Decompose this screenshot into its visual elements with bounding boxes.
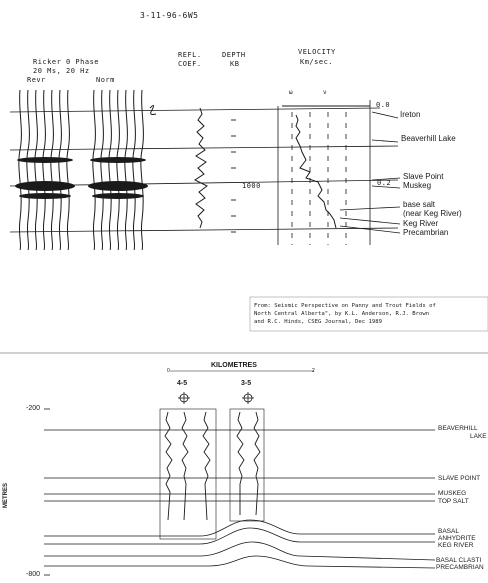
wavelet-label-1: Ricker 0 Phase [33, 58, 100, 66]
well-a-label: 4-5 [177, 380, 188, 387]
xs-anhydrite: ANHYDRITE [438, 535, 476, 542]
xs-top-salt: TOP SALT [438, 498, 469, 505]
depth-1000-mark: 1000 [242, 182, 261, 190]
horizon-precambrian [9, 227, 399, 233]
kilometres-title: KILOMETRES [211, 362, 257, 369]
xs-slave-point: SLAVE POINT [438, 475, 481, 482]
xs-horizon-keg-river [44, 527, 435, 545]
citation-line-1: From: Seismic Perspective on Panny and T… [254, 303, 436, 309]
formation-base-salt: base salt [403, 200, 436, 209]
xs-horizon-precambrian [44, 555, 436, 569]
y-tick-800: -800 [26, 571, 41, 578]
well-id-title: 3-11-96-6W5 [140, 11, 199, 20]
horizon-beaverhill [9, 145, 399, 151]
formation-near-keg-river: (near Keg River) [403, 209, 462, 218]
xs-basal-clastics: BASAL CLASTI [436, 557, 482, 564]
velocity-label-2: Km/sec. [300, 58, 334, 66]
y-tick-200: -200 [26, 405, 41, 412]
xs-precambrian: PRECAMBRIAN [436, 564, 484, 571]
depth-label-2: KB [230, 60, 240, 68]
scale-left-label: 0 [167, 368, 170, 374]
xs-lake: LAKE [470, 433, 487, 440]
xs-basal: BASAL [438, 528, 459, 535]
well-symbol-3-5 [242, 392, 254, 404]
formation-ireton: Ireton [400, 110, 421, 119]
seismogram-traces [18, 89, 144, 251]
scale-two-mark: 0.2 [377, 179, 392, 187]
wavelet-label-2: 20 Ms, 20 Hz [33, 67, 90, 75]
formation-precambrian: Precambrian [403, 228, 449, 237]
xs-keg-river: KEG RIVER [438, 542, 474, 549]
formation-slave-point: Slave Point [403, 172, 444, 181]
citation-line-3: and R.C. Hinds, CSEG Journal, Dec 1989 [254, 319, 382, 325]
well-symbol-4-5 [178, 392, 190, 404]
norm-panel [92, 89, 144, 251]
velocity-label-1: VELOCITY [298, 48, 336, 56]
revr-panel [18, 89, 70, 251]
horizon-ireton [9, 107, 381, 113]
xs-horizon-basal-clastics [44, 541, 436, 561]
reflection-bands [15, 157, 148, 199]
norm-label: Norm [96, 76, 115, 84]
citation-frame [249, 296, 488, 332]
refl-label-2: COEF. [178, 60, 202, 68]
scale-zero-mark: 0.0 [376, 101, 391, 109]
xs-beaverhill: BEAVERHILL [438, 425, 478, 432]
xs-muskeg: MUSKEG [438, 490, 467, 497]
refl-label-1: REFL. [178, 51, 202, 59]
citation-line-2: North Central Alberta", by K.L. Anderson… [254, 311, 430, 317]
depth-label-1: DEPTH [222, 51, 246, 59]
velocity-tick-b: ν [323, 89, 327, 96]
well-b-label: 3-5 [241, 380, 252, 387]
xs-horizon-basal-anhydrite [44, 519, 435, 537]
revr-label: Revr [27, 76, 46, 84]
formation-keg-river: Keg River [403, 219, 439, 228]
velocity-tick-a: ω [289, 89, 293, 96]
formation-muskeg: Muskeg [403, 181, 432, 190]
horizon-slave-point [9, 179, 399, 187]
formation-beaverhill-lake: Beaverhill Lake [401, 134, 456, 143]
citation-box: From: Seismic Perspective on Panny and T… [254, 302, 488, 326]
